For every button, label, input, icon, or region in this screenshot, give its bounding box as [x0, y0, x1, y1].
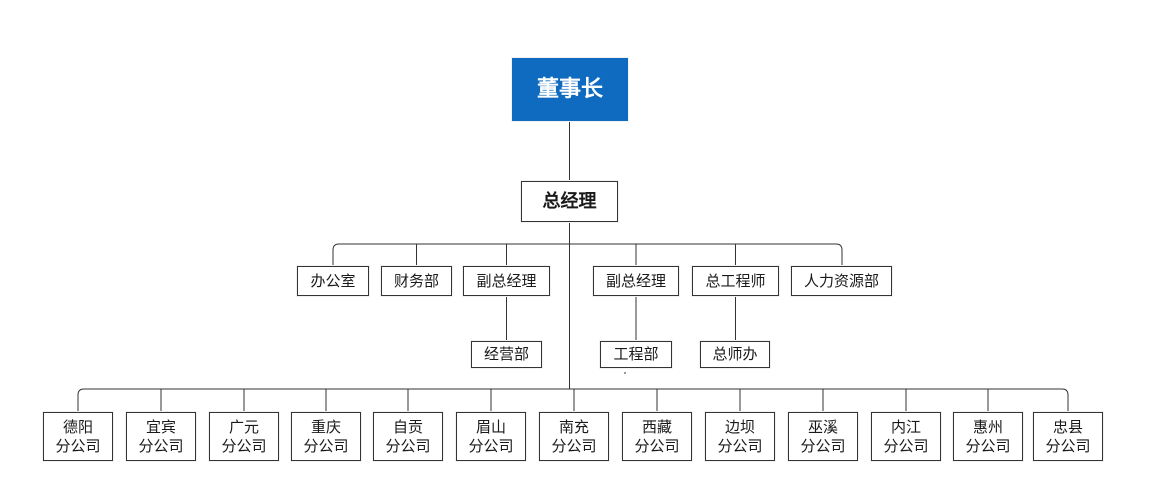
- branch-box: 德阳 分公司: [43, 412, 113, 461]
- chairman-box: 董事长: [512, 58, 628, 121]
- branch-suffix: 分公司: [634, 436, 680, 455]
- dept-deputy-gm-1-box: 副总经理: [463, 266, 550, 296]
- branch-box: 重庆 分公司: [291, 412, 361, 461]
- branch-city: 自贡: [392, 417, 423, 436]
- branch-city: 惠州: [972, 417, 1003, 436]
- branch-city: 巫溪: [807, 417, 838, 436]
- branch-city: 宜宾: [145, 417, 176, 436]
- branch-city: 忠县: [1052, 417, 1083, 436]
- branch-suffix: 分公司: [468, 436, 514, 455]
- branch-city: 南充: [558, 417, 589, 436]
- branch-box: 内江 分公司: [871, 412, 941, 461]
- connector-left-dept-bus: [332, 243, 570, 266]
- dept-office-box: 办公室: [297, 266, 369, 296]
- branch-suffix: 分公司: [800, 436, 846, 455]
- branch-suffix: 分公司: [965, 436, 1011, 455]
- branch-box: 宜宾 分公司: [126, 412, 196, 461]
- branch-box: 自贡 分公司: [373, 412, 443, 461]
- branch-box: 边坝 分公司: [705, 412, 775, 461]
- branch-city: 广元: [228, 417, 259, 436]
- branch-city: 内江: [890, 417, 921, 436]
- unit-engineering-box: 工程部: [600, 341, 672, 368]
- branch-suffix: 分公司: [717, 436, 763, 455]
- branch-box: 眉山 分公司: [456, 412, 526, 461]
- branch-suffix: 分公司: [303, 436, 349, 455]
- branch-suffix: 分公司: [55, 436, 101, 455]
- unit-chief-engineer-office-box: 总师办: [700, 341, 770, 368]
- branch-box: 巫溪 分公司: [788, 412, 858, 461]
- unit-business-box: 经营部: [471, 341, 542, 368]
- dept-finance-box: 财务部: [381, 266, 452, 296]
- branch-suffix: 分公司: [1045, 436, 1091, 455]
- branch-suffix: 分公司: [138, 436, 184, 455]
- branch-box: 忠县 分公司: [1033, 412, 1103, 461]
- branch-city: 西藏: [641, 417, 672, 436]
- connector-branch-bus: [77, 388, 1069, 412]
- branch-city: 边坝: [724, 417, 755, 436]
- branch-box: 南充 分公司: [539, 412, 609, 461]
- branch-suffix: 分公司: [551, 436, 597, 455]
- stray-dot: [624, 372, 626, 374]
- branch-box: 惠州 分公司: [953, 412, 1023, 461]
- branch-city: 重庆: [310, 417, 341, 436]
- general-manager-box: 总经理: [521, 181, 618, 222]
- branch-city: 德阳: [62, 417, 93, 436]
- branch-box: 广元 分公司: [209, 412, 279, 461]
- branch-suffix: 分公司: [883, 436, 929, 455]
- branch-suffix: 分公司: [221, 436, 267, 455]
- connector-right-dept-bus: [569, 243, 843, 266]
- branch-city: 眉山: [475, 417, 506, 436]
- dept-chief-engineer-box: 总工程师: [692, 266, 779, 296]
- dept-deputy-gm-2-box: 副总经理: [593, 266, 679, 296]
- branch-box: 西藏 分公司: [622, 412, 692, 461]
- dept-hr-box: 人力资源部: [791, 266, 892, 296]
- branch-suffix: 分公司: [385, 436, 431, 455]
